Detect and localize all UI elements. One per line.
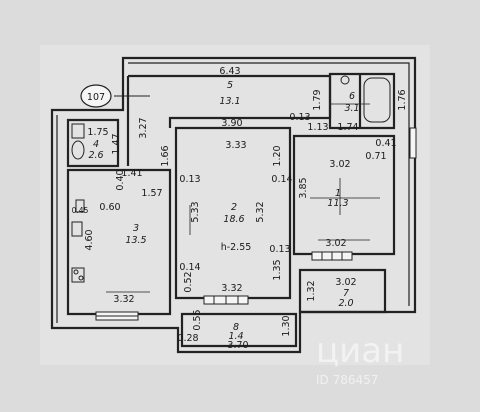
dim-1.47: 1.47 bbox=[111, 133, 122, 154]
dim-1.13: 1.13 bbox=[307, 122, 328, 133]
dim-1.75: 1.75 bbox=[87, 127, 108, 138]
dim-3.70: 3.70 bbox=[227, 340, 248, 351]
watermark-logo: циан bbox=[316, 331, 404, 371]
room-6-number: 6 bbox=[349, 91, 355, 102]
watermark: циан ID 786457 bbox=[316, 331, 404, 387]
dim-3.32-a: 3.32 bbox=[113, 294, 134, 305]
dim-3.02-a: 3.02 bbox=[329, 159, 350, 170]
dim-0.60: 0.60 bbox=[99, 202, 120, 213]
dim-0.28: 0.28 bbox=[177, 333, 198, 344]
toilet-bowl-icon bbox=[71, 140, 85, 160]
bathtub-icon bbox=[363, 77, 391, 123]
dim-0.13-c: 0.13 bbox=[269, 244, 290, 255]
bathroom-walls bbox=[328, 72, 396, 130]
balcony7-walls bbox=[298, 268, 387, 314]
toilet-walls bbox=[66, 118, 120, 168]
dim-1.57: 1.57 bbox=[141, 188, 162, 199]
dim-1.66: 1.66 bbox=[160, 145, 171, 166]
dim-1.74: 1.74 bbox=[337, 122, 358, 133]
dim-1.35: 1.35 bbox=[272, 259, 283, 280]
dim-3.33: 3.33 bbox=[225, 140, 246, 151]
dim-3.85: 3.85 bbox=[298, 177, 309, 198]
dim-0.13-b: 0.13 bbox=[179, 174, 200, 185]
walls bbox=[50, 56, 417, 354]
dim-4.60: 4.60 bbox=[84, 229, 95, 250]
dim-0.14-b: 0.14 bbox=[179, 262, 200, 273]
dim-lines bbox=[106, 103, 380, 293]
dim-0.52: 0.52 bbox=[183, 271, 194, 292]
dim-0.13-a: 0.13 bbox=[289, 112, 310, 123]
dim-1.32: 1.32 bbox=[306, 280, 317, 301]
room-5-number: 5 bbox=[227, 80, 233, 91]
dim-3.27: 3.27 bbox=[138, 117, 149, 138]
room2-walls bbox=[174, 126, 292, 300]
room-3-number: 3 bbox=[133, 223, 139, 234]
sink-icon bbox=[340, 75, 350, 85]
room-1-number: 1 bbox=[335, 188, 341, 199]
toilet-tank-icon bbox=[71, 123, 85, 139]
room-1-area: 11.3 bbox=[327, 198, 348, 209]
room-4-area: 2.6 bbox=[88, 150, 103, 161]
dim-3.90: 3.90 bbox=[221, 118, 242, 129]
dim-1.79: 1.79 bbox=[312, 89, 323, 110]
room3-walls bbox=[66, 168, 172, 316]
dim-5.32: 5.32 bbox=[255, 201, 266, 222]
dim-0.45: 0.45 bbox=[72, 206, 89, 215]
room-7-number: 7 bbox=[343, 288, 349, 299]
room-3-area: 13.5 bbox=[125, 235, 146, 246]
room-8-area: 1.4 bbox=[228, 331, 243, 342]
fixtures bbox=[71, 75, 391, 283]
room-2-area: 18.6 bbox=[223, 214, 244, 225]
outer-wall bbox=[50, 56, 417, 354]
room-2-number: 2 bbox=[231, 202, 237, 213]
callout-text: 107 bbox=[87, 92, 105, 103]
dim-0.41: 0.41 bbox=[375, 138, 396, 149]
room-labels: 5 13.1 6 3.1 4 2.6 2 18.6 1 11.3 3 13.5 … bbox=[88, 80, 359, 342]
dim-1.76: 1.76 bbox=[397, 89, 408, 110]
dim-3.32-b: 3.32 bbox=[221, 283, 242, 294]
dim-0.40: 0.40 bbox=[115, 169, 126, 190]
stove-icon bbox=[71, 267, 85, 283]
openings bbox=[95, 127, 417, 321]
room-7-area: 2.0 bbox=[338, 298, 353, 309]
callout-107: 107 bbox=[80, 84, 150, 108]
dim-1.41: 1.41 bbox=[121, 168, 142, 179]
dim-1.30: 1.30 bbox=[281, 315, 292, 336]
dim-3.02-c: 3.02 bbox=[335, 277, 356, 288]
outer-wall-inner bbox=[56, 62, 410, 323]
dim-6.43: 6.43 bbox=[219, 66, 240, 77]
room-6-area: 3.1 bbox=[344, 103, 359, 114]
watermark-id: ID 786457 bbox=[316, 373, 378, 387]
kitchen-sink-icon bbox=[71, 221, 83, 237]
ceiling-height: h-2.55 bbox=[221, 242, 252, 253]
window-east bbox=[409, 127, 417, 159]
dim-0.55: 0.55 bbox=[192, 309, 203, 330]
room-4-number: 4 bbox=[93, 139, 99, 150]
room1-walls bbox=[292, 134, 396, 256]
vent-shaft-icon bbox=[75, 199, 85, 213]
loggia8-walls bbox=[180, 312, 298, 348]
dimension-labels-vertical: 1.79 1.76 3.27 1.47 1.66 1.20 0.40 3.85 … bbox=[84, 89, 408, 336]
dimension-labels: 6.43 1.75 3.90 0.13 1.13 1.74 0.41 3.02 … bbox=[72, 66, 397, 351]
room-8-number: 8 bbox=[233, 322, 239, 333]
dim-0.71: 0.71 bbox=[365, 151, 386, 162]
dim-5.33: 5.33 bbox=[190, 201, 201, 222]
hall-wall-b bbox=[168, 116, 330, 128]
dim-0.14-a: 0.14 bbox=[271, 174, 292, 185]
room-5-area: 13.1 bbox=[219, 96, 240, 107]
dim-3.02-b: 3.02 bbox=[325, 238, 346, 249]
dim-1.20: 1.20 bbox=[272, 145, 283, 166]
